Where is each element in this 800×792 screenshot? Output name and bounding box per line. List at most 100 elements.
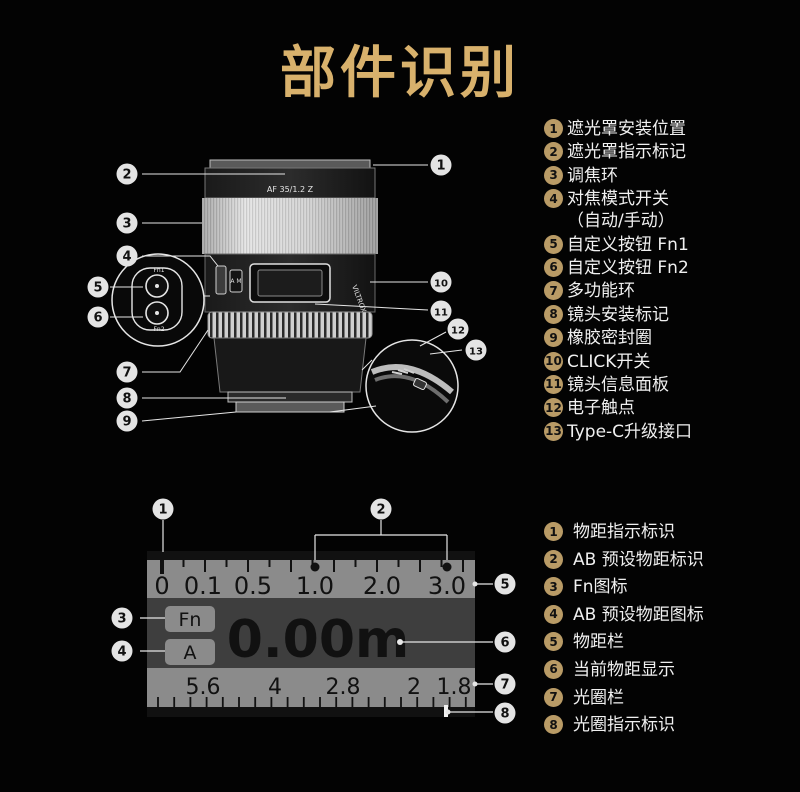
svg-text:4: 4 xyxy=(122,250,131,265)
lens-legend-label: 对焦模式开关（自动/手动） xyxy=(567,189,675,232)
panel-legend-item: 7 光圈栏 xyxy=(544,687,704,709)
lens-legend-label: 调焦环 xyxy=(567,165,618,186)
panel-callout-2: 2 xyxy=(370,498,392,520)
number-badge: 10 xyxy=(544,351,563,371)
callout-4: 4 xyxy=(116,245,138,267)
page-title: 部件识别 xyxy=(280,41,520,106)
a-icon: A xyxy=(184,642,197,664)
distance-scale-label: 0.5 xyxy=(234,572,272,600)
lens-legend-label: 多功能环 xyxy=(567,281,635,302)
panel-legend-label: 物距栏 xyxy=(573,632,624,653)
lens-legend-label: 遮光罩指示标记 xyxy=(567,142,686,163)
callout-2: 2 xyxy=(116,163,138,185)
number-badge: 7 xyxy=(544,687,563,707)
current-distance: 0.00m xyxy=(227,610,409,670)
svg-text:3: 3 xyxy=(122,217,131,232)
panel-callout-1: 1 xyxy=(152,498,174,520)
callout-13: 13 xyxy=(465,339,487,361)
svg-text:13: 13 xyxy=(469,347,483,358)
svg-text:11: 11 xyxy=(434,308,448,319)
aperture-scale-label: 4 xyxy=(268,675,282,700)
distance-scale-label: 0 xyxy=(154,572,169,600)
callout-1: 1 xyxy=(430,154,452,176)
lens-legend-label: 自定义按钮 Fn1 xyxy=(567,234,689,255)
lens-legend-sublabel: （自动/手动） xyxy=(567,211,675,232)
panel-legend-item: 5 物距栏 xyxy=(544,631,704,653)
number-badge: 6 xyxy=(544,257,563,277)
distance-scale-label: 2.0 xyxy=(363,572,401,600)
fn1-label: Fn1 xyxy=(153,267,164,274)
number-badge: 5 xyxy=(544,632,563,652)
svg-text:5: 5 xyxy=(500,578,509,593)
callout-9: 9 xyxy=(116,410,138,432)
a-icon-box xyxy=(165,639,215,665)
lens-legend-label: Type-C升级接口 xyxy=(567,421,693,442)
callout-8: 8 xyxy=(116,387,138,409)
fn-icon-box xyxy=(165,606,215,632)
focus-mode-switch xyxy=(215,265,227,295)
number-badge: 12 xyxy=(544,398,563,418)
callout-3: 3 xyxy=(116,212,138,234)
aperture-scale-label: 5.6 xyxy=(186,675,221,700)
panel-legend-label: AB 预设物距图标 xyxy=(573,604,704,625)
number-badge: 8 xyxy=(544,715,563,735)
ab-marker-a xyxy=(310,562,320,572)
svg-text:8: 8 xyxy=(122,392,131,407)
panel-callout-6: 6 xyxy=(494,631,516,653)
lens-legend-label: 镜头安装标记 xyxy=(567,304,669,325)
callout-10: 10 xyxy=(430,271,452,293)
switch-label: A M xyxy=(230,278,241,285)
panel-legend-item: 8 光圈指示标识 xyxy=(544,714,704,736)
svg-text:5: 5 xyxy=(93,281,102,296)
number-badge: 8 xyxy=(544,304,563,324)
number-badge: 6 xyxy=(544,659,563,679)
panel-callout-4: 4 xyxy=(111,640,133,662)
aperture-bar xyxy=(147,668,475,707)
number-badge: 4 xyxy=(544,189,563,209)
panel-legend-item: 6 当前物距显示 xyxy=(544,659,704,681)
aperture-scale-label: 1.8 xyxy=(437,675,472,700)
svg-text:1: 1 xyxy=(158,503,167,518)
number-badge: 2 xyxy=(544,549,563,569)
lens-legend-label: 橡胶密封圈 xyxy=(567,328,652,349)
fn2-label: Fn2 xyxy=(153,326,164,333)
svg-text:3: 3 xyxy=(117,612,126,627)
panel-callout-7: 7 xyxy=(494,673,516,695)
lens-marking: AF 35/1.2 Z xyxy=(267,185,314,194)
lens-legend-label: 遮光罩安装位置 xyxy=(567,119,686,139)
svg-text:2: 2 xyxy=(122,168,131,183)
click-switch xyxy=(229,269,243,293)
number-badge: 1 xyxy=(544,119,563,138)
panel-legend-label: 当前物距显示 xyxy=(573,659,675,680)
number-badge: 1 xyxy=(544,522,563,541)
callout-12: 12 xyxy=(447,318,469,340)
number-badge: 3 xyxy=(544,577,563,597)
lens-legend-label: 电子触点 xyxy=(567,398,635,419)
distance-indicator xyxy=(160,552,164,574)
number-badge: 5 xyxy=(544,234,563,254)
ab-marker-b xyxy=(442,562,452,572)
panel-legend-label: 光圈栏 xyxy=(573,687,624,708)
number-badge: 2 xyxy=(544,142,563,162)
svg-text:7: 7 xyxy=(500,678,509,693)
svg-text:6: 6 xyxy=(93,311,102,326)
svg-text:10: 10 xyxy=(434,279,448,290)
number-badge: 11 xyxy=(544,374,563,394)
panel-legend-label: 光圈指示标识 xyxy=(573,715,675,736)
aperture-scale-label: 2.8 xyxy=(326,675,361,700)
lens-legend-label: CLICK开关 xyxy=(567,351,651,372)
